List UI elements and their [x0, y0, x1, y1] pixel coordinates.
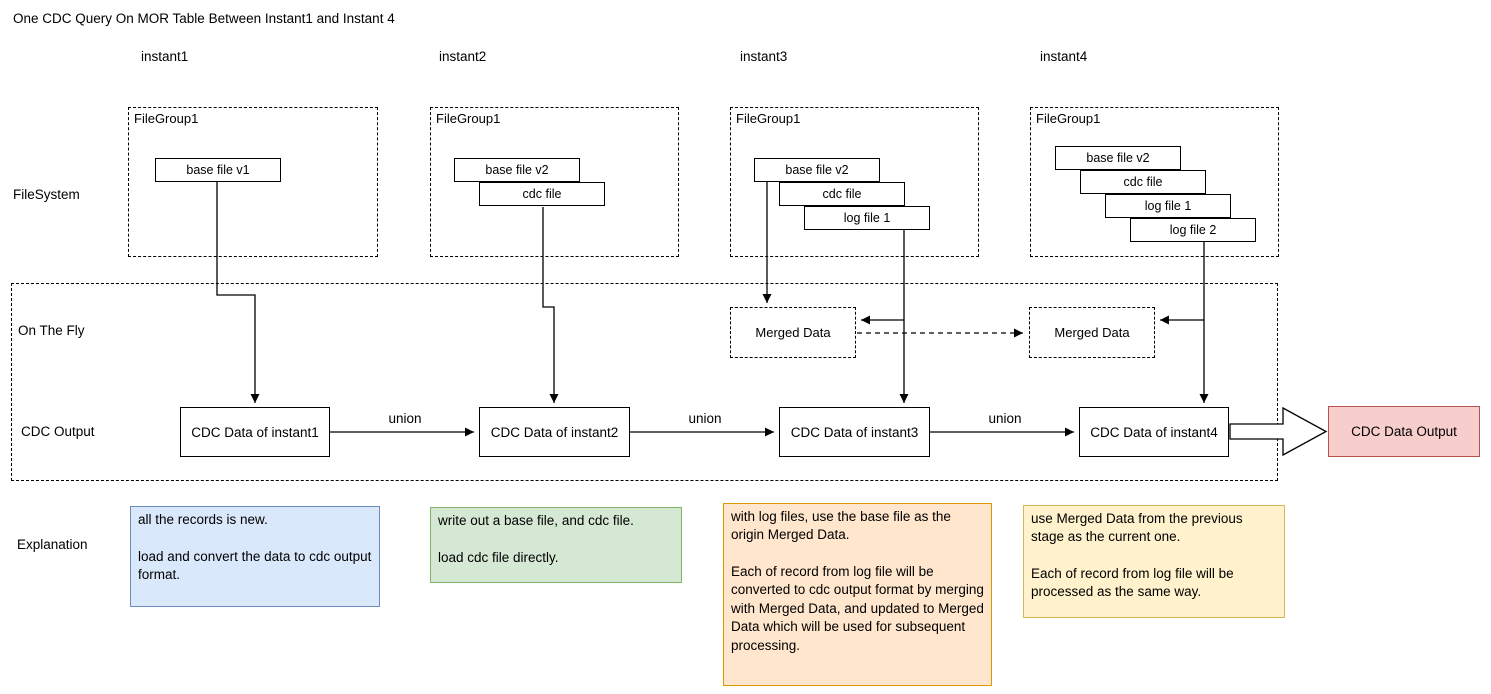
- file-box-base-v1: base file v1: [155, 158, 281, 182]
- file-box-log2: log file 2: [1130, 218, 1256, 242]
- file-box-base-v2: base file v2: [754, 158, 880, 182]
- union-label-2: union: [688, 411, 722, 426]
- cdc-data-box-instant1: CDC Data of instant1: [180, 407, 330, 457]
- filegroup-label: FileGroup1: [736, 111, 801, 126]
- cdc-data-output-box: CDC Data Output: [1328, 406, 1480, 457]
- union-label-3: union: [988, 411, 1022, 426]
- filegroup-label: FileGroup1: [436, 111, 501, 126]
- filegroup-label: FileGroup1: [1036, 111, 1101, 126]
- instant1-label: instant1: [141, 49, 189, 64]
- explanation-box-instant3: with log files, use the base file as the…: [723, 503, 992, 686]
- cdc-data-box-instant4: CDC Data of instant4: [1079, 407, 1229, 457]
- row-label-explanation: Explanation: [17, 537, 88, 552]
- explanation-box-instant4: use Merged Data from the previous stage …: [1023, 505, 1285, 618]
- instant3-label: instant3: [740, 49, 788, 64]
- file-box-cdc: cdc file: [479, 182, 605, 206]
- file-box-base-v2: base file v2: [454, 158, 580, 182]
- file-box-base-v2: base file v2: [1055, 146, 1181, 170]
- processing-region-box: [11, 283, 1278, 481]
- file-box-cdc: cdc file: [779, 182, 905, 206]
- row-label-filesystem: FileSystem: [13, 187, 80, 202]
- explanation-box-instant1: all the records is new. load and convert…: [130, 506, 380, 607]
- merged-data-box-1: Merged Data: [730, 307, 856, 358]
- diagram-title: One CDC Query On MOR Table Between Insta…: [13, 11, 395, 26]
- cdc-data-box-instant3: CDC Data of instant3: [779, 407, 930, 457]
- file-box-cdc: cdc file: [1080, 170, 1206, 194]
- cdc-data-box-instant2: CDC Data of instant2: [479, 407, 630, 457]
- file-box-log1: log file 1: [804, 206, 930, 230]
- explanation-box-instant2: write out a base file, and cdc file. loa…: [430, 507, 682, 583]
- merged-data-box-2: Merged Data: [1029, 307, 1155, 358]
- row-label-cdc-output: CDC Output: [21, 424, 95, 439]
- filegroup-label: FileGroup1: [134, 111, 199, 126]
- filegroup-box-instant3: FileGroup1: [730, 107, 979, 257]
- filegroup-box-instant1: FileGroup1: [128, 107, 378, 257]
- instant4-label: instant4: [1040, 49, 1088, 64]
- union-label-1: union: [388, 411, 422, 426]
- instant2-label: instant2: [439, 49, 487, 64]
- filegroup-box-instant4: FileGroup1: [1030, 107, 1279, 257]
- row-label-on-the-fly: On The Fly: [18, 323, 85, 338]
- file-box-log1: log file 1: [1105, 194, 1231, 218]
